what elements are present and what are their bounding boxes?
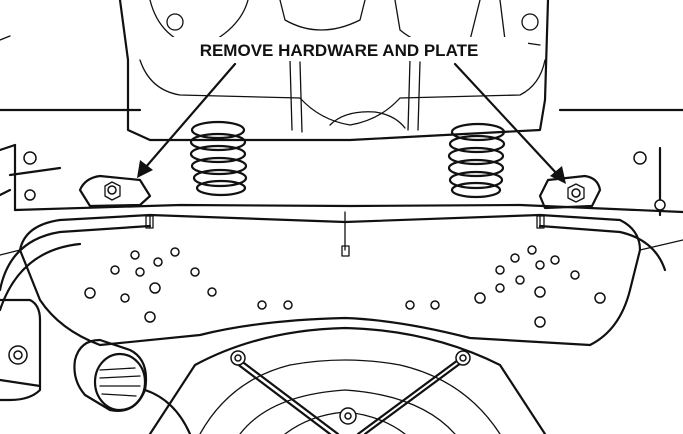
right-arrowhead: [550, 166, 566, 184]
left-plate: [78, 174, 152, 208]
left-arrow: [143, 62, 237, 170]
upper-housing: [0, 0, 550, 142]
fan-guard: [148, 326, 547, 434]
left-component: [0, 298, 192, 434]
panel-holes: [84, 245, 606, 328]
left-arrowhead: [137, 160, 153, 178]
callout-background: [150, 37, 528, 61]
callout: REMOVE HARDWARE AND PLATE: [137, 37, 566, 184]
lower-panel: [0, 211, 683, 347]
right-arrow: [453, 62, 560, 177]
left-spring: [189, 120, 248, 197]
right-spring: [447, 122, 506, 199]
belt: [0, 224, 667, 312]
right-plate: [538, 174, 602, 210]
callout-label: REMOVE HARDWARE AND PLATE: [200, 41, 479, 60]
